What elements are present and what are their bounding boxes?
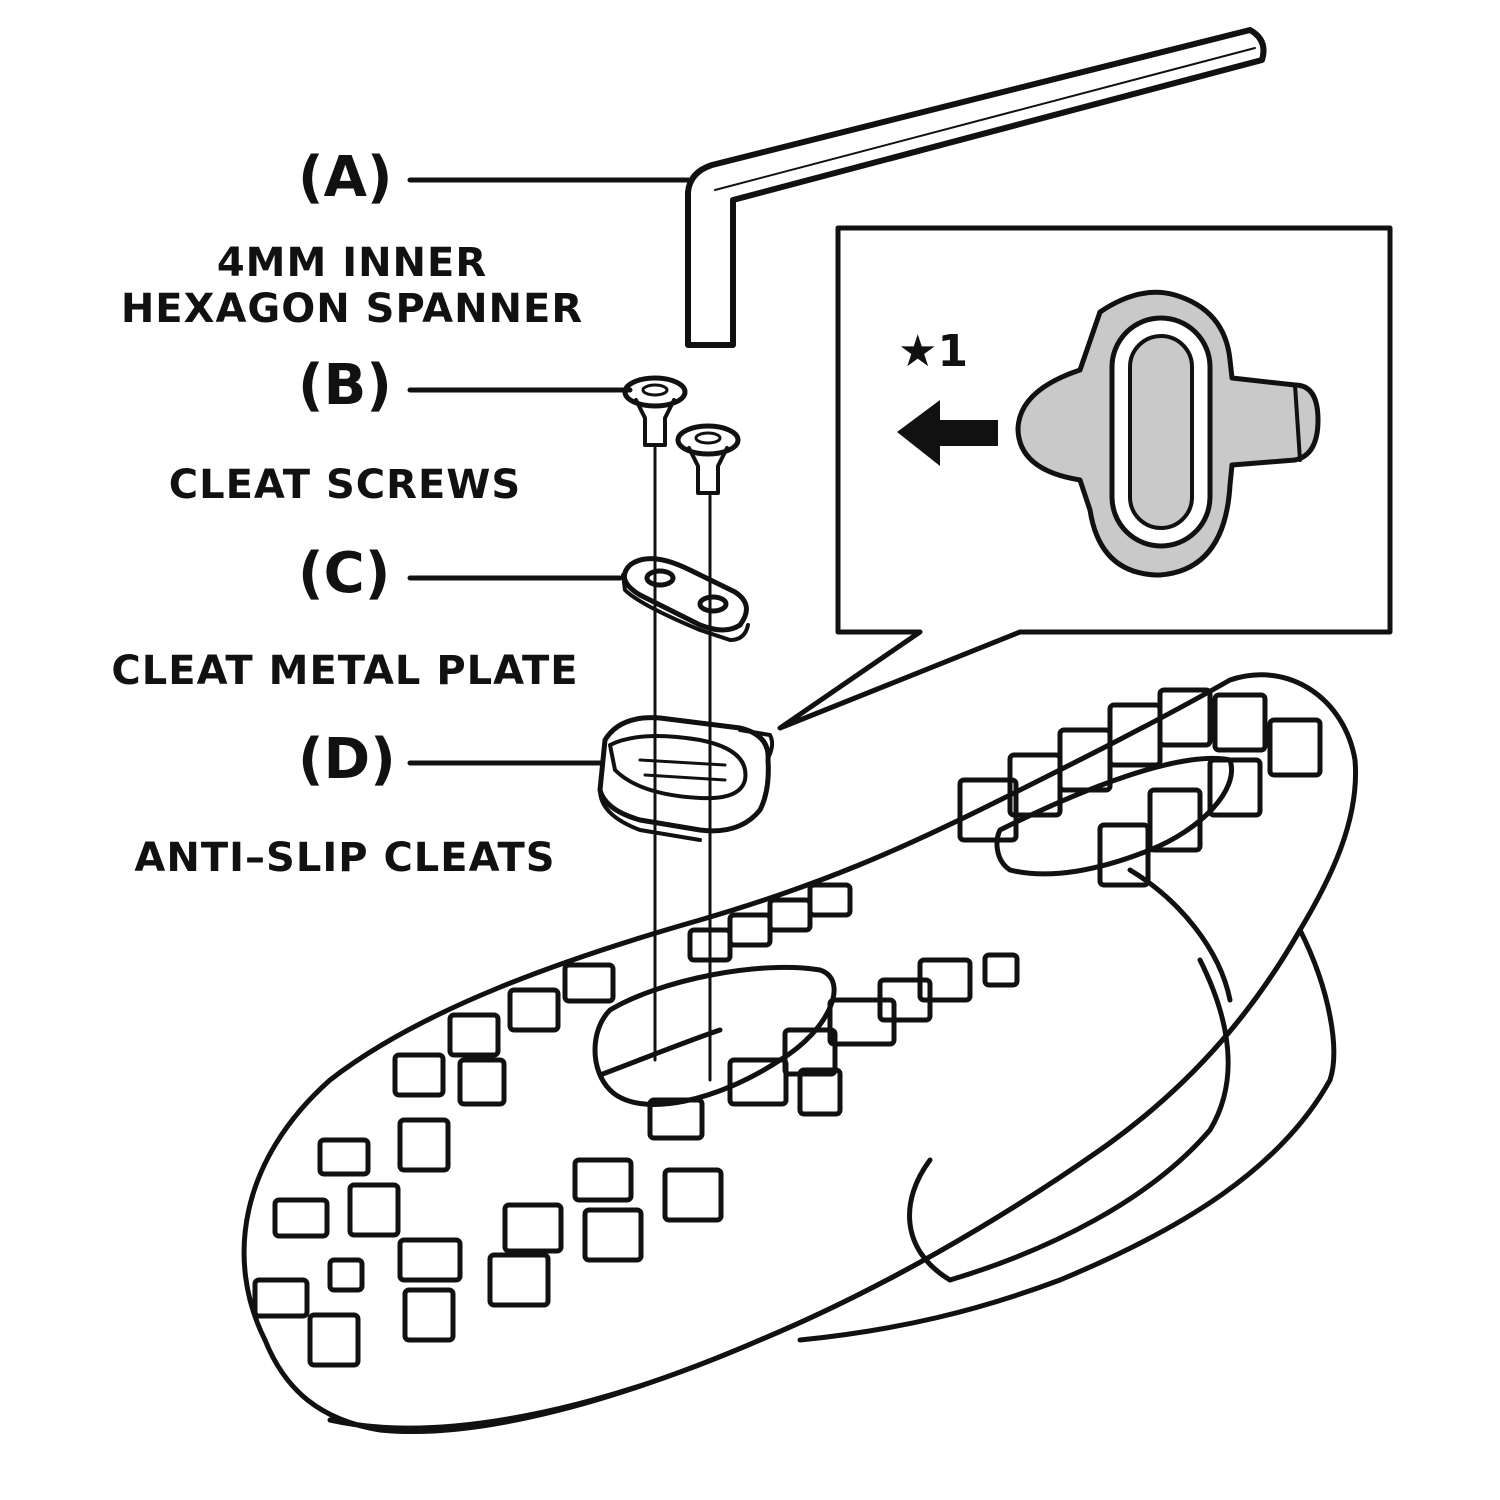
- part-name-c: CLEAT METAL PLATE: [111, 648, 579, 694]
- arrow-left-icon: [897, 400, 998, 466]
- metal-plate-icon: [621, 556, 750, 642]
- cycling-shoe-sole: [241, 672, 1359, 1435]
- detail-callout: [777, 225, 1393, 731]
- cleat-screw-icon: [675, 423, 741, 1082]
- part-letter-a: (A): [298, 145, 393, 210]
- detail-note: ★1: [898, 326, 969, 377]
- part-letter-b: (B): [298, 353, 392, 418]
- cleat-screw-icon: [622, 375, 688, 1062]
- hex-key-icon: [685, 27, 1267, 348]
- part-letter-d: (D): [298, 727, 396, 792]
- part-name-a-line2: HEXAGON SPANNER: [120, 286, 584, 332]
- part-name-b: CLEAT SCREWS: [168, 462, 522, 508]
- part-letter-c: (C): [298, 541, 391, 606]
- part-name-a-line1: 4MM INNER: [216, 240, 488, 286]
- part-name-a: 4MM INNER HEXAGON SPANNER: [72, 240, 632, 332]
- anti-slip-cleat-icon: [597, 715, 775, 842]
- detail-cleat-icon: [1015, 289, 1321, 578]
- part-name-d: ANTI–SLIP CLEATS: [134, 835, 556, 881]
